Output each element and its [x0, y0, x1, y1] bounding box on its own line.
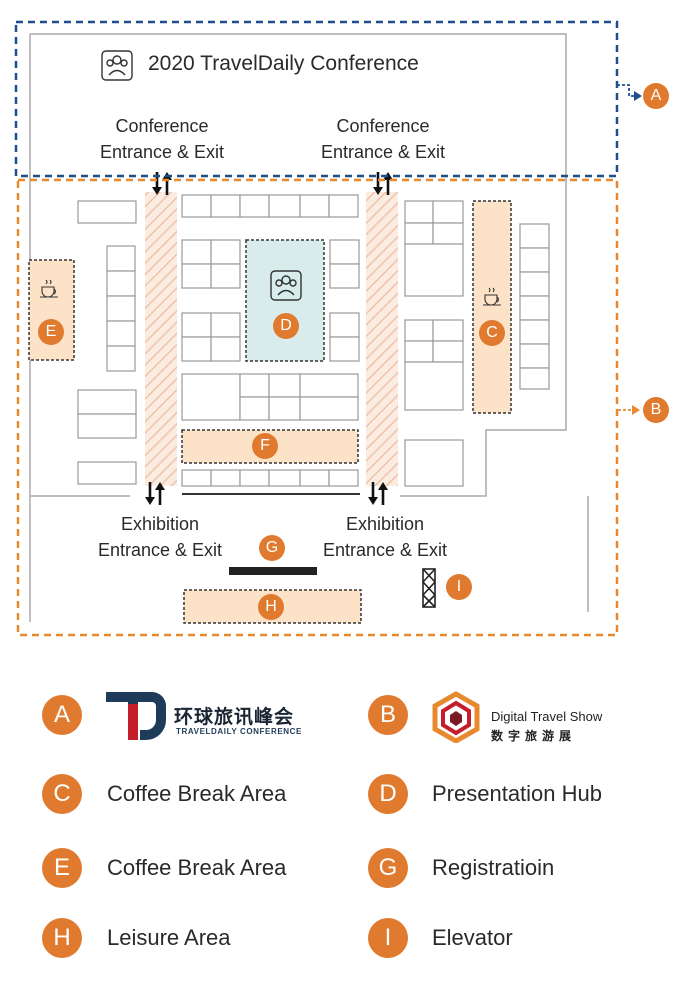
digital-travel-show-logo-cn: 数字旅游展: [491, 729, 577, 743]
walkway-left: [145, 192, 177, 486]
marker-d[interactable]: D: [273, 313, 299, 339]
zone-a-pointer: [617, 84, 642, 101]
marker-e[interactable]: E: [38, 319, 64, 345]
conference-entrance-label-right: Conference Entrance & Exit: [320, 116, 446, 162]
legend-label-c: Coffee Break Area: [107, 781, 287, 806]
zone-a-frame: [14, 20, 619, 178]
exhibition-entrance-label-left: Exhibition Entrance & Exit: [97, 514, 223, 560]
legend-badge-g: G: [368, 848, 408, 888]
marker-i[interactable]: I: [446, 574, 472, 600]
building-walls: [29, 33, 589, 622]
legend-label-d: Presentation Hub: [432, 781, 602, 806]
exhibition-booths: [77, 194, 550, 487]
digital-travel-show-logo-en: Digital Travel Show: [491, 709, 603, 724]
marker-a[interactable]: A: [643, 83, 669, 109]
digital-travel-show-logo-icon: [432, 691, 480, 743]
coffee-break-area-c: [472, 200, 512, 414]
registration-desk: [229, 567, 317, 575]
marker-g[interactable]: G: [259, 535, 285, 561]
marker-h[interactable]: H: [258, 594, 284, 620]
traveldaily-logo-cn: 环球旅讯峰会: [174, 707, 295, 728]
coffee-break-area-e: [28, 259, 75, 361]
marker-b[interactable]: B: [643, 397, 669, 423]
legend-label-h: Leisure Area: [107, 925, 231, 950]
legend-label-e: Coffee Break Area: [107, 855, 287, 880]
conference-people-icon: [101, 50, 133, 81]
traveldaily-logo-icon: [106, 692, 166, 740]
conference-entrance-label-left: Conference Entrance & Exit: [99, 116, 225, 162]
walkway-right: [366, 192, 398, 486]
legend-label-i: Elevator: [432, 925, 513, 950]
marker-f[interactable]: F: [252, 433, 278, 459]
traveldaily-logo-en: TRAVELDAILY CONFERENCE: [176, 727, 302, 736]
legend-badge-e: E: [42, 848, 82, 888]
legend-badge-c: C: [42, 774, 82, 814]
coffee-cup-icon: [483, 287, 501, 306]
elevator-icon: [422, 568, 436, 608]
legend-badge-a: A: [42, 695, 82, 735]
presentation-people-icon: [270, 270, 302, 301]
legend-badge-d: D: [368, 774, 408, 814]
legend-label-g: Registratioin: [432, 855, 555, 880]
exhibition-entrance-label-right: Exhibition Entrance & Exit: [322, 514, 448, 560]
legend-badge-b: B: [368, 695, 408, 735]
coffee-cup-icon: [40, 279, 58, 298]
legend-badge-h: H: [42, 918, 82, 958]
venue-title: 2020 TravelDaily Conference: [148, 52, 419, 75]
marker-c[interactable]: C: [479, 320, 505, 346]
zone-b-pointer: [618, 405, 640, 415]
legend-badge-i: I: [368, 918, 408, 958]
